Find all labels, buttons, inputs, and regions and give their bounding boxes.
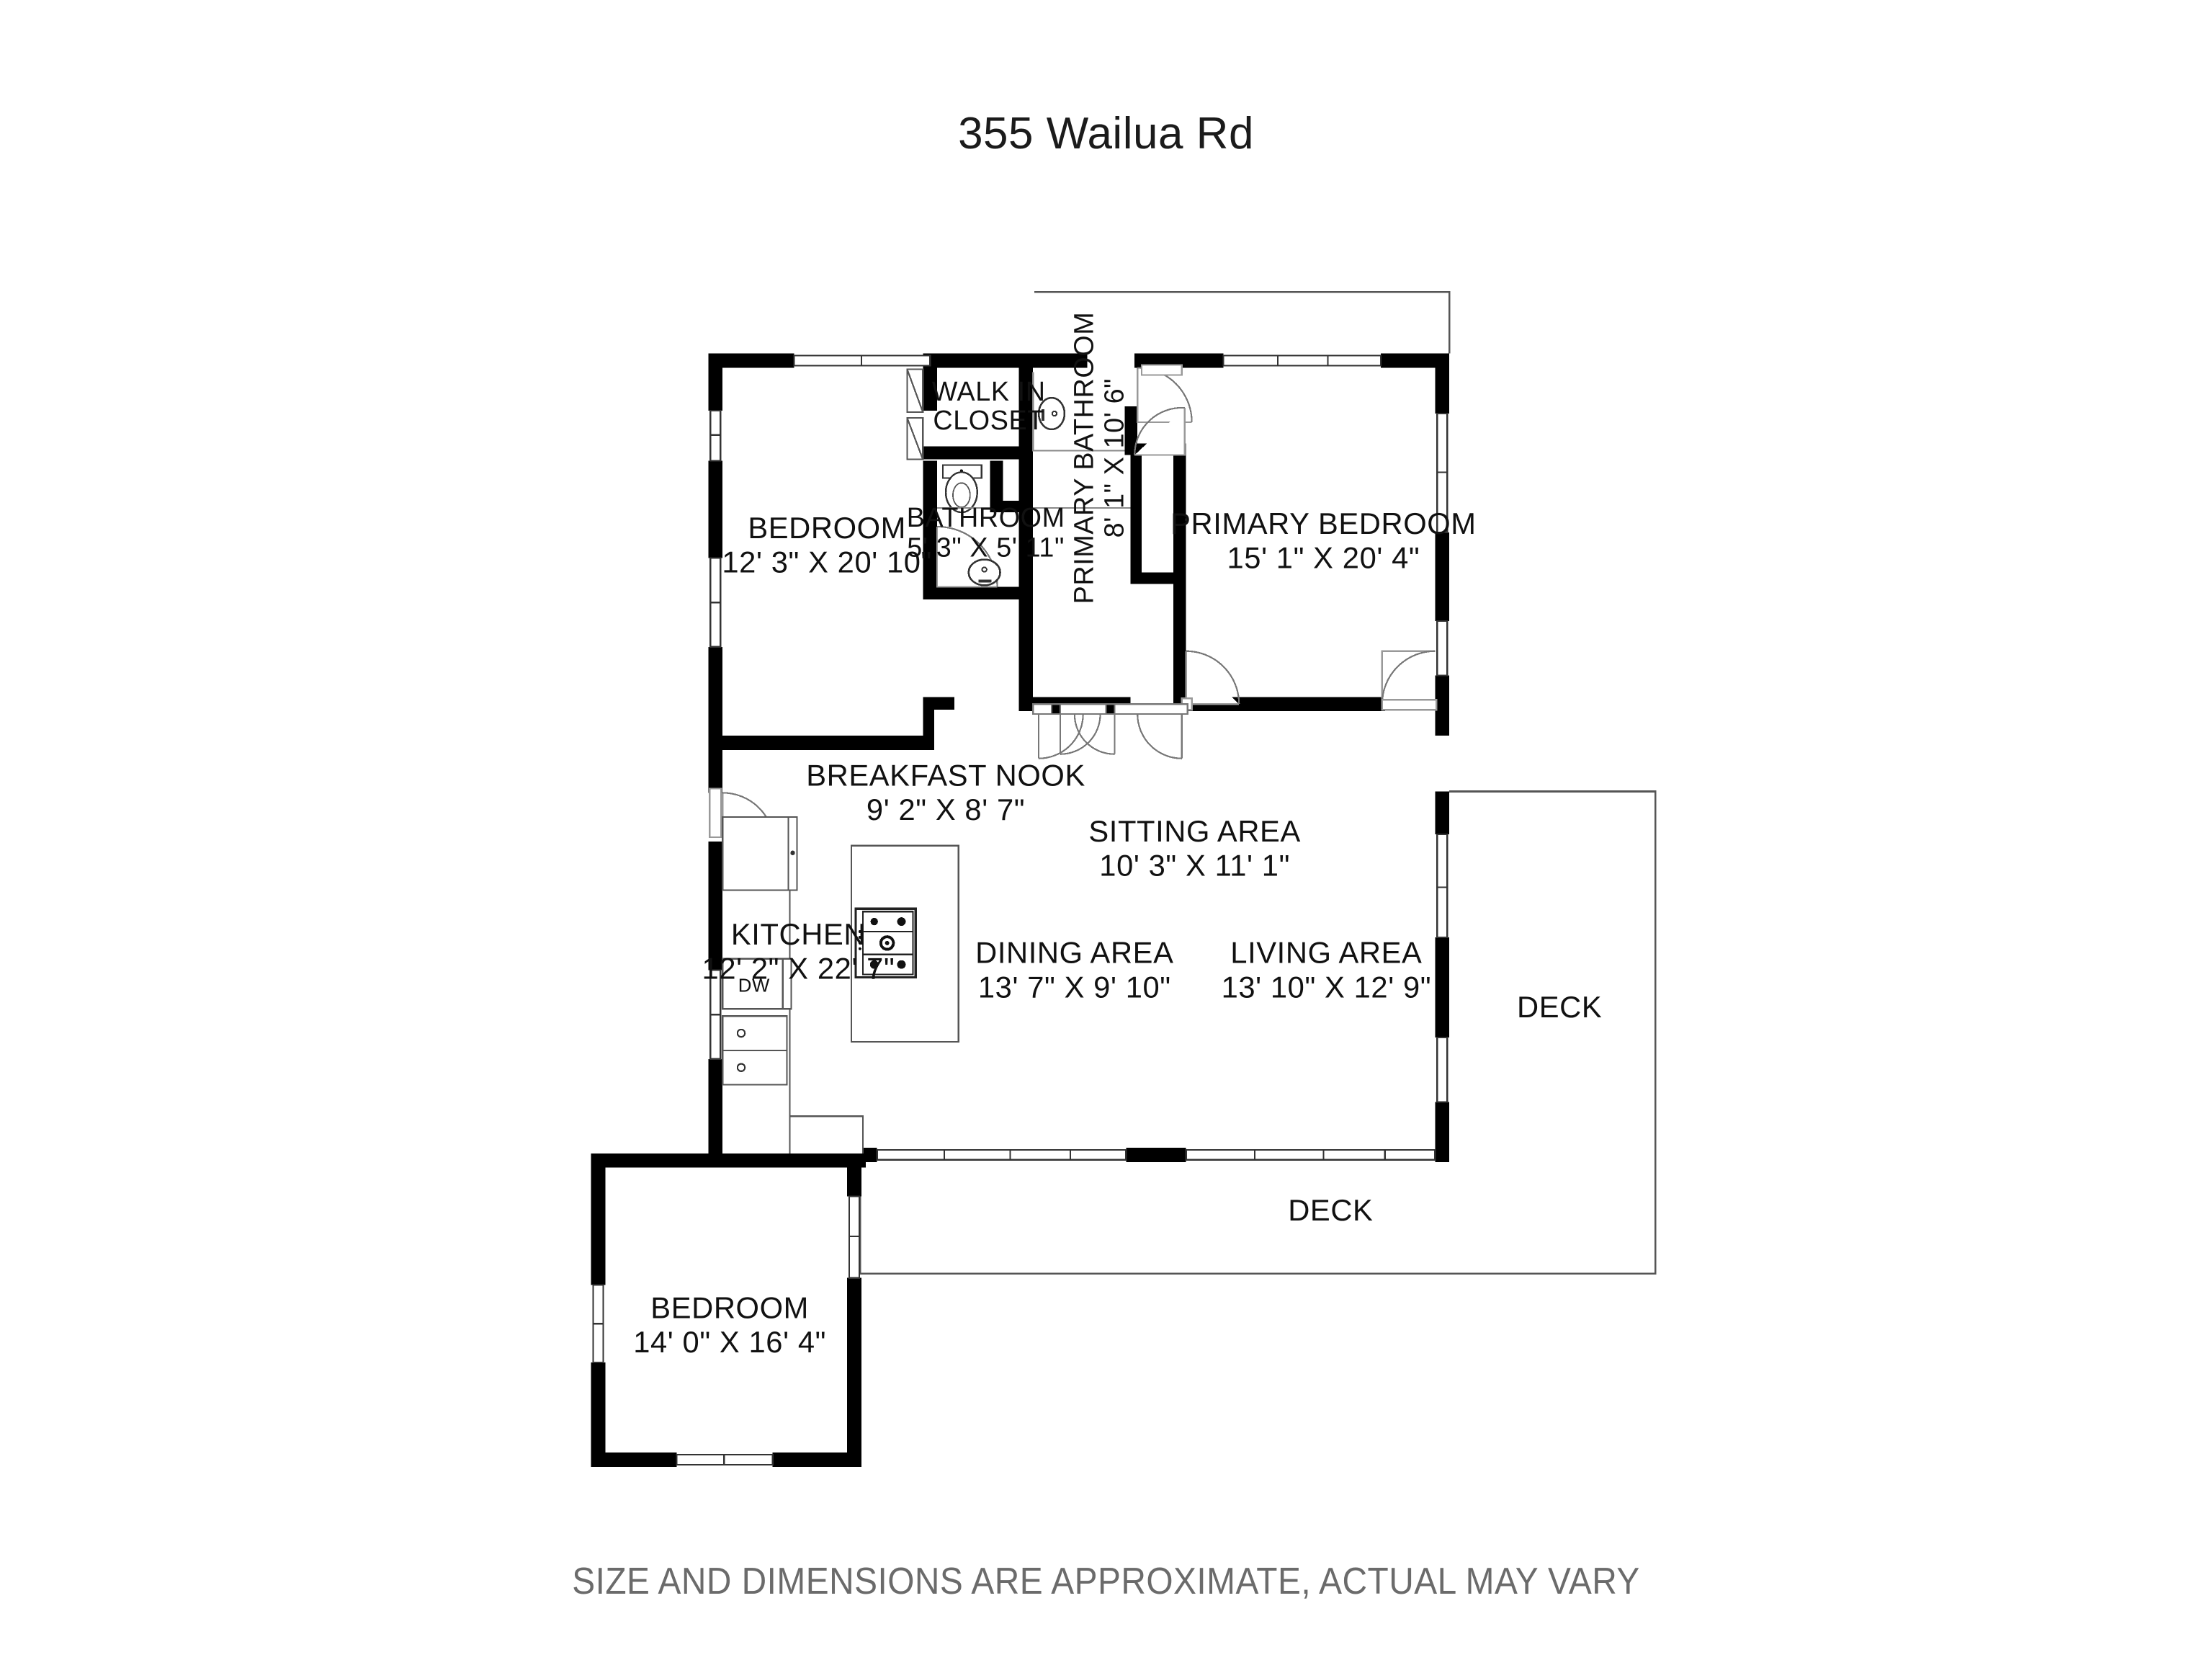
page-title: 355 Wailua Rd <box>958 109 1254 159</box>
dishwasher-icon <box>722 958 788 1010</box>
room-label-kitchen: KITCHEN <box>731 917 866 951</box>
room-label-primary-bedroom: PRIMARY BEDROOM <box>1170 507 1477 540</box>
room-dim-dining-area: 13' 7" X 9' 10" <box>978 970 1171 1004</box>
room-label-living-area: LIVING AREA <box>1230 936 1422 970</box>
room-label-sitting-area: SITTING AREA <box>1088 814 1301 848</box>
room-label-deck-south: DECK <box>1288 1193 1373 1227</box>
toilet-icon <box>941 464 982 514</box>
windows <box>592 354 1448 1465</box>
kitchen-fixtures: DW <box>722 816 960 1153</box>
cooktop-icon <box>854 907 917 979</box>
room-dim-living-area: 13' 10" X 12' 9" <box>1222 970 1432 1004</box>
room-dim-breakfast-nook: 9' 2" X 8' 7" <box>867 793 1025 826</box>
room-dim-primary-bedroom: 15' 1" X 20' 4" <box>1227 541 1420 575</box>
room-dim-primary-bathroom: 8' 1" X 10' 6" <box>1098 378 1129 538</box>
disclaimer-text: SIZE AND DIMENSIONS ARE APPROXIMATE, ACT… <box>572 1561 1640 1602</box>
room-label-dining-area: DINING AREA <box>975 936 1173 970</box>
room-label-primary-bathroom: PRIMARY BATHROOM <box>1069 312 1099 604</box>
refrigerator-icon <box>722 816 798 891</box>
bathroom-sink-icon <box>967 558 1001 586</box>
room-dim-sitting-area: 10' 3" X 11' 1" <box>1099 849 1290 883</box>
dishwasher-label: DW <box>738 976 770 996</box>
room-dim-bedroom-2: 14' 0" X 16' 4" <box>633 1325 826 1359</box>
doors <box>709 364 1438 845</box>
room-dim-bathroom: 5' 3" X 5' 11" <box>907 532 1065 563</box>
room-labels: BEDROOM 12' 3" X 20' 10" WALK IN CLOSET … <box>633 312 1602 1359</box>
room-dim-kitchen: 12' 2" X 22' 7" <box>702 952 895 986</box>
room-label-walk-in-closet-line2: CLOSET <box>933 405 1044 435</box>
room-label-bathroom: BATHROOM <box>907 502 1065 532</box>
room-label-walk-in-closet-line1: WALK IN <box>932 376 1046 406</box>
room-label-bedroom-2: BEDROOM <box>650 1290 809 1324</box>
room-dim-bedroom-1: 12' 3" X 20' 10" <box>722 545 932 579</box>
primary-sink-icon <box>1037 396 1066 431</box>
room-label-bedroom-1: BEDROOM <box>748 511 906 545</box>
bath-fixtures <box>937 372 1131 586</box>
room-label-deck-east: DECK <box>1517 990 1602 1024</box>
room-label-breakfast-nook: BREAKFAST NOOK <box>806 758 1085 792</box>
